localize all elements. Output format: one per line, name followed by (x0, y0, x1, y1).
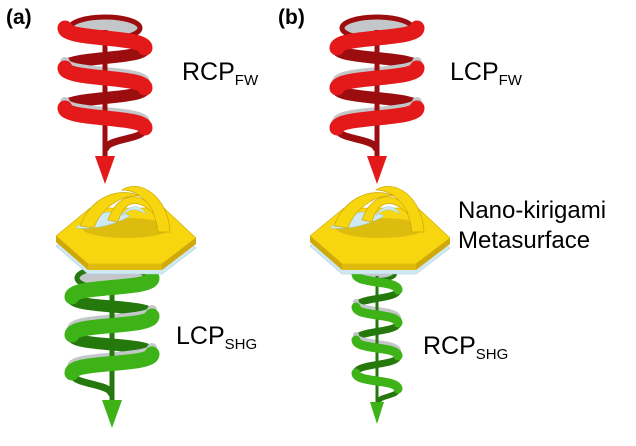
beam-name: LCP (450, 58, 499, 86)
output-beam-label-a: LCPSHG (176, 322, 257, 353)
input-helix-b (337, 17, 417, 184)
output-beam-label-b: RCPSHG (423, 332, 508, 363)
input-helix-a (65, 17, 145, 184)
panel-a-label: (a) (6, 6, 32, 29)
beam-subscript: FW (498, 72, 522, 89)
input-beam-label-a: RCPFW (182, 58, 258, 89)
beam-subscript: FW (234, 72, 259, 89)
metasurface-annotation: Nano-kirigami Metasurface (458, 196, 606, 256)
metasurface-b (309, 185, 451, 275)
panel-b-label: (b) (278, 6, 305, 29)
beam-subscript: SHG (224, 336, 258, 353)
annotation-line-1: Nano-kirigami (458, 197, 607, 224)
beam-subscript: SHG (475, 346, 509, 363)
input-beam-label-b: LCPFW (450, 58, 522, 89)
beam-name: RCP (182, 58, 235, 86)
beam-name: RCP (423, 332, 476, 360)
beam-name: LCP (176, 322, 225, 350)
output-helix-a (72, 267, 152, 428)
annotation-line-2: Metasurface (458, 227, 591, 254)
output-helix-b (356, 268, 398, 424)
metasurface-a (55, 185, 197, 275)
